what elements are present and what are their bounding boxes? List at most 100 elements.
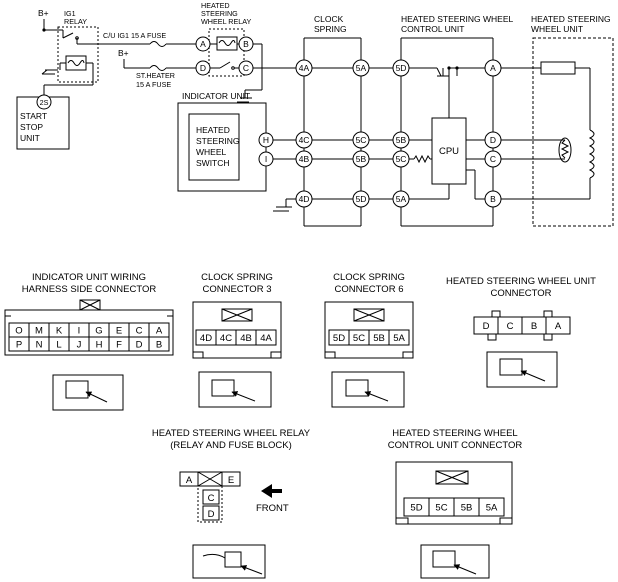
control-connector-title-2: CONTROL UNIT CONNECTOR (388, 440, 523, 451)
control-unit-label-1: HEATED STEERING WHEEL (401, 14, 514, 24)
clock3-title-1: CLOCK SPRING (201, 272, 273, 283)
relay-pin-d-box: D (208, 509, 215, 520)
start-stop-label-3: UNIT (20, 133, 40, 143)
start-stop-label-1: START (20, 111, 47, 121)
indicator-connector-view (52, 374, 124, 411)
control-pin-label: 5A (486, 503, 498, 514)
indicator-pin-label: D (136, 340, 143, 351)
indicator-unit-label: INDICATOR UNIT (182, 91, 250, 101)
wheel-pin-cell (545, 316, 571, 335)
relay-connector-title-1: HEATED STEERING WHEEL RELAY (152, 428, 311, 439)
cu-pin-d: D (490, 135, 496, 145)
indicator-pin-label: E (116, 326, 122, 337)
clock6-title-2: CONNECTOR 6 (335, 284, 404, 295)
cs-pin-4a: 4A (299, 63, 310, 73)
indicator-pin-label: J (77, 340, 82, 351)
wheel-connector-title-2: CONNECTOR (490, 288, 551, 299)
relay-pin-a: A (200, 39, 206, 49)
ig1-relay-label-1: IG1 (64, 9, 76, 18)
relay-pin-b: B (243, 39, 249, 49)
control-connector-title-1: HEATED STEERING WHEEL (392, 428, 517, 439)
relay-connector-title-2: (RELAY AND FUSE BLOCK) (170, 440, 292, 451)
cu-fuse-label: C/U IG1 15 A FUSE (103, 31, 166, 40)
clock3-pin-cell (255, 329, 277, 346)
indicator-connector-title-2: HARNESS SIDE CONNECTOR (22, 284, 157, 295)
switch-label-1: HEATED (196, 125, 230, 135)
cs-pin-5c: 5C (356, 135, 367, 145)
cs-pin-5b: 5B (356, 154, 367, 164)
cu-pin-5c: 5C (396, 154, 407, 164)
cu-pin-5d: 5D (396, 63, 407, 73)
relay-pin-e-box: E (228, 475, 234, 486)
ind-pin-h: H (263, 135, 269, 145)
heated-steering-wheel-relay: HEATED STEERING WHEEL RELAY A B D C (195, 1, 254, 77)
control-unit-label-2: CONTROL UNIT (401, 24, 464, 34)
control-pin-label: 5C (435, 503, 447, 514)
wheel-unit-label-2: WHEEL UNIT (531, 24, 583, 34)
indicator-pin-cell (148, 336, 170, 352)
clock3-view (198, 371, 272, 408)
clock-spring: CLOCK SPRING (303, 14, 362, 227)
indicator-pin-label: F (116, 340, 122, 351)
wheel-unit-connector: HEATED STEERING WHEEL UNIT CONNECTOR (446, 276, 596, 341)
start-stop-pin: 2S (40, 98, 49, 107)
heated-relay-label-3: WHEEL RELAY (201, 17, 252, 26)
cu-pin-a: A (490, 63, 496, 73)
wheel-pin-label: D (483, 321, 490, 332)
clock6-pin-label: 5B (373, 333, 385, 344)
indicator-pin-label: I (78, 326, 81, 337)
clock3-pin-label: 4D (200, 333, 212, 344)
front-label: FRONT (256, 503, 289, 514)
indicator-pin-label: O (15, 326, 22, 337)
heated-relay-label-1: HEATED (201, 1, 230, 10)
clock6-pin-label: 5C (353, 333, 365, 344)
clock6-view (331, 371, 405, 408)
wheel-pin-label: C (507, 321, 514, 332)
indicator-unit: INDICATOR UNIT HEATED STEERING WHEEL SWI… (177, 91, 267, 192)
cs-pin-5d: 5D (356, 194, 367, 204)
wheel-unit-label-1: HEATED STEERING (531, 14, 611, 24)
relay-connector-view (192, 544, 266, 579)
cs-pin-4c: 4C (299, 135, 310, 145)
st-fuse-label-2: 15 A FUSE (136, 80, 171, 89)
indicator-pin-label: N (36, 340, 43, 351)
relay-pin-d: D (200, 63, 206, 73)
clock6-pin-cell (388, 329, 410, 346)
control-pin-label: 5B (461, 503, 473, 514)
clock-spring-connector-6: CLOCK SPRING CONNECTOR 6 (324, 272, 414, 359)
indicator-pin-label: P (16, 340, 22, 351)
indicator-connector: INDICATOR UNIT WIRING HARNESS SIDE CONNE… (4, 272, 174, 356)
cu-pin-c: C (490, 154, 496, 164)
clock3-pin-label: 4C (220, 333, 232, 344)
wheel-connector-view (486, 351, 558, 388)
front-arrow-icon (261, 484, 282, 498)
start-stop-label-2: STOP (20, 122, 43, 132)
relay-pin-a-box: A (186, 475, 193, 486)
cu-pin-5a: 5A (396, 194, 407, 204)
heated-relay-label-2: STEERING (201, 9, 238, 18)
wheel-pin-label: A (555, 321, 562, 332)
b-plus-label-2: B+ (118, 48, 129, 58)
cs-pin-4b: 4B (299, 154, 310, 164)
indicator-pin-label: G (95, 326, 102, 337)
cu-pin-b: B (490, 194, 496, 204)
clock6-pin-label: 5A (393, 333, 405, 344)
indicator-pin-label: H (96, 340, 103, 351)
relay-connector: HEATED STEERING WHEEL RELAY (RELAY AND F… (152, 428, 311, 523)
control-pin-label: 5D (410, 503, 422, 514)
indicator-pin-label: M (35, 326, 43, 337)
indicator-connector-title-1: INDICATOR UNIT WIRING (32, 272, 146, 283)
switch-label-3: WHEEL (196, 147, 227, 157)
ind-pin-i: I (265, 154, 267, 164)
relay-pin-c: C (243, 63, 249, 73)
b-plus-label-1: B+ (38, 8, 49, 18)
clock-spring-label-1: CLOCK (314, 14, 344, 24)
control-pin-cell (478, 497, 505, 517)
cs-pin-5a: 5A (356, 63, 367, 73)
cu-pin-5b: 5B (396, 135, 407, 145)
clock3-pin-label: 4A (260, 333, 272, 344)
switch-label-4: SWITCH (196, 158, 230, 168)
clock3-title-2: CONNECTOR 3 (203, 284, 272, 295)
clock3-pin-label: 4B (240, 333, 252, 344)
